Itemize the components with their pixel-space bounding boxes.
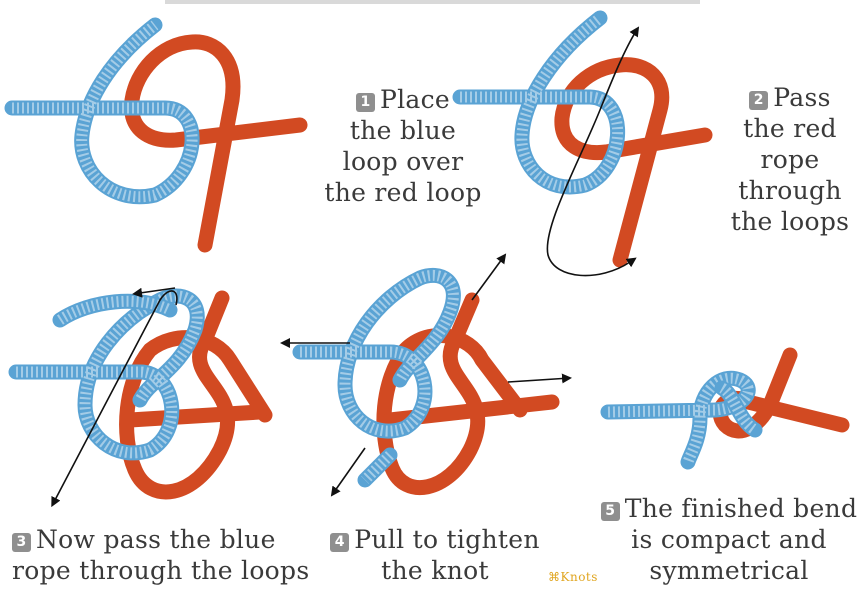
pull-arrow-right <box>508 378 570 382</box>
step-number-badge: 4 <box>330 533 349 552</box>
red-rope <box>132 42 300 245</box>
step-number-badge: 3 <box>12 533 31 552</box>
step-number-badge: 5 <box>601 502 620 521</box>
step-4-figure <box>282 255 570 495</box>
pull-arrow-down <box>332 448 365 495</box>
watermark-logo: ⌘Knots <box>548 570 598 584</box>
step-number-badge: 2 <box>749 91 768 110</box>
step-number-badge: 1 <box>356 93 375 112</box>
pull-arrow-up <box>472 255 505 300</box>
red-rope <box>384 300 552 488</box>
step-2-figure <box>460 18 705 276</box>
blue-rope <box>300 275 453 480</box>
blue-rope <box>16 296 197 453</box>
step-1-figure <box>12 25 300 245</box>
step-3-figure <box>16 288 265 500</box>
blue-rope <box>608 378 755 462</box>
step-5-figure <box>608 355 842 462</box>
